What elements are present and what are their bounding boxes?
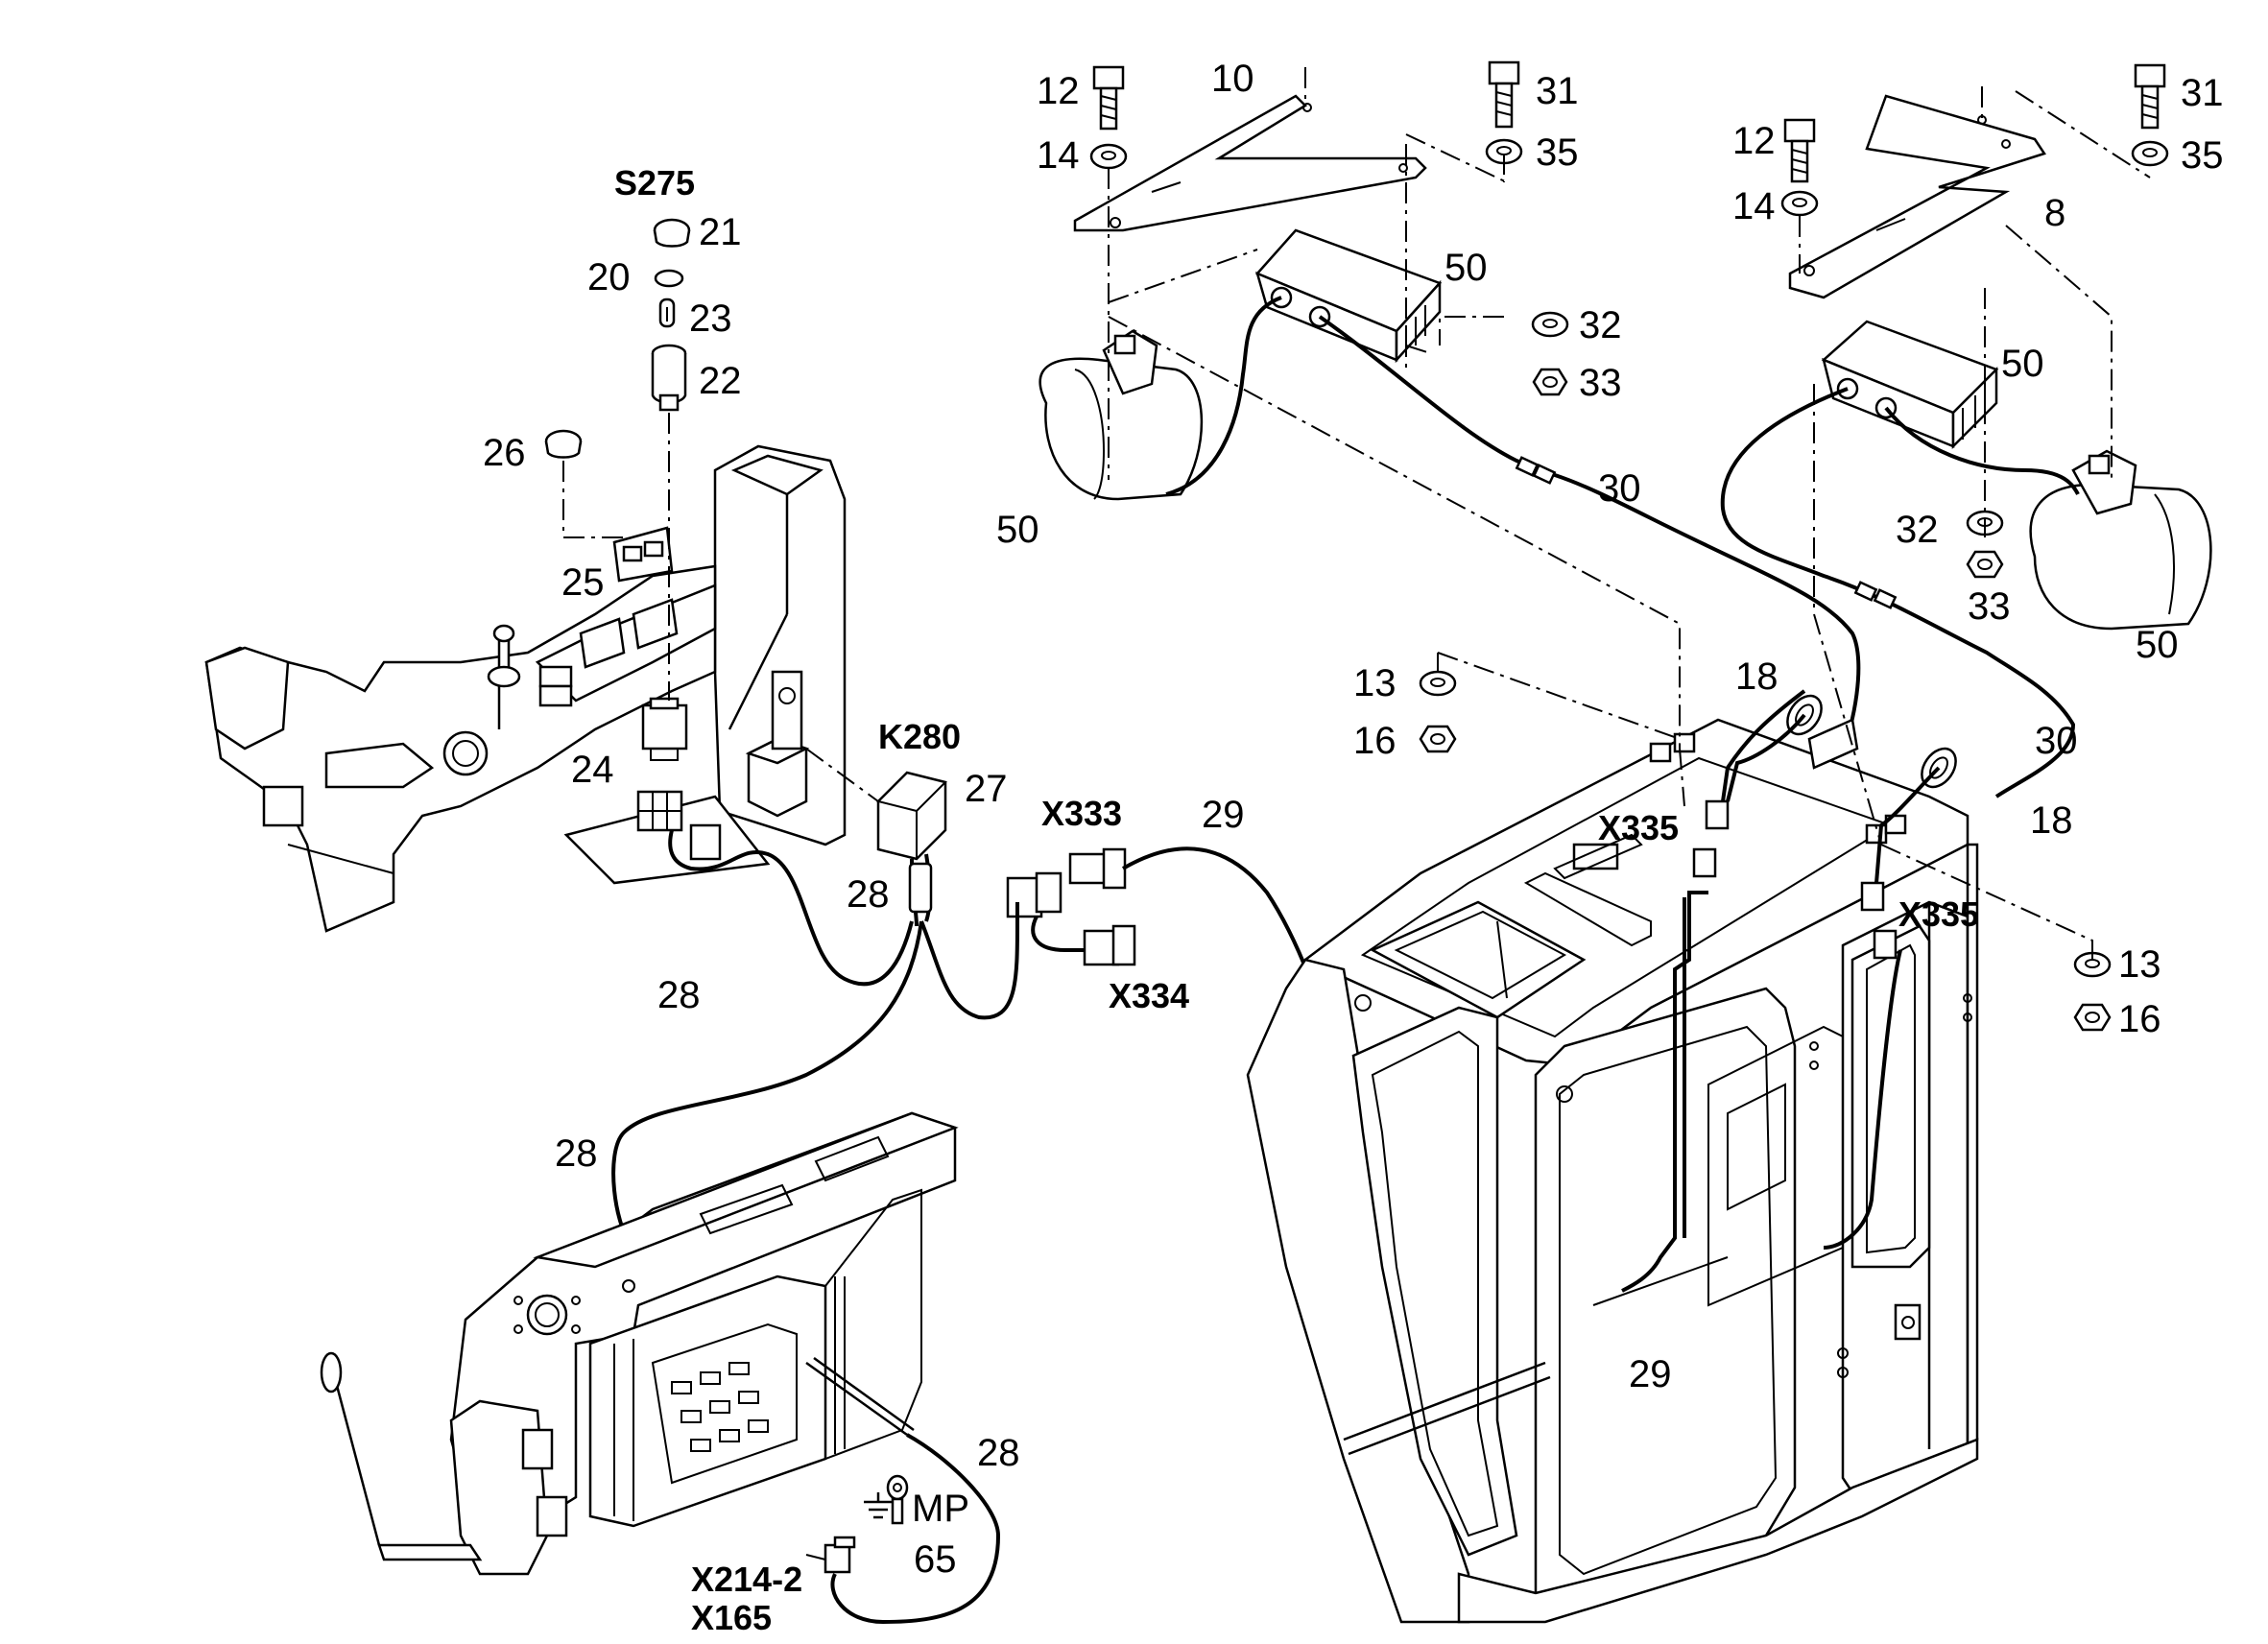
bolt-12-right [1783,118,1816,183]
right-console [320,1111,959,1576]
assembly-lines [562,67,2151,1561]
connector-28 [689,823,722,861]
bolt-12-left [1092,65,1125,131]
callout-24: 24 [571,749,614,791]
callout-12: 12 [1732,120,1776,162]
callout-12: 12 [1037,70,1080,112]
ring-terminal-mp65 [886,1474,909,1525]
left-console [204,444,847,933]
callout-28: 28 [657,974,701,1016]
nut-16-left [1419,725,1457,753]
washer-14-left [1089,143,1128,170]
cap-21 [653,218,691,248]
callout-14: 14 [1732,185,1776,227]
callout-30: 30 [2035,720,2078,762]
ground-symbol [864,1492,893,1519]
callout-29: 29 [1202,794,1245,836]
callout-50: 50 [996,509,1039,551]
washer-32-left [1531,311,1569,338]
callout-labels: 12 14 10 31 35 12 14 31 35 8 50 32 33 50… [483,58,2224,1581]
bolt-31-left [1488,60,1520,129]
cable-30-connector-left [1515,456,1557,485]
designator-s275: S275 [614,163,695,203]
callout-14: 14 [1037,134,1080,177]
callout-26: 26 [483,432,526,474]
mounting-bracket-right [1788,94,2046,299]
callout-16: 16 [2118,998,2161,1040]
callout-16: 16 [1353,720,1397,762]
designator-x214-2: X214-2 [691,1560,802,1599]
washer-13-left [1419,670,1457,697]
designator-labels: S275 K280 X333 X334 X335 X335 MP X214-2 … [614,163,1979,1637]
callout-13: 13 [2118,943,2161,986]
callout-13: 13 [1353,662,1397,704]
work-light-left [1039,329,1204,501]
callout-33: 33 [1579,362,1622,404]
bracket-k280 [745,670,810,818]
cable-30-connector-right [1853,581,1898,609]
relay-27 [876,771,947,861]
designator-x335: X335 [1598,808,1679,847]
connector-x334 [1083,924,1136,966]
callout-30: 30 [1598,467,1641,510]
circuit-board-components [671,1362,769,1452]
cap-26 [544,429,583,459]
nut-33-right [1966,550,2004,579]
connector-x335-right [1860,881,1898,960]
callout-32: 32 [1896,509,1939,551]
designator-x333: X333 [1041,794,1122,833]
callout-22: 22 [699,360,742,402]
callout-50: 50 [2001,343,2044,385]
callout-27: 27 [965,768,1008,810]
designator-mp: MP [912,1488,969,1530]
socket-22 [651,344,687,412]
relay-24 [641,697,688,761]
junction-box-left [1254,228,1443,364]
junction-box-right [1821,320,1999,450]
connector-pair [1006,871,1062,918]
work-light-right [2029,449,2212,631]
callout-21: 21 [699,211,742,253]
callout-50: 50 [2136,624,2179,666]
callout-35: 35 [1536,131,1579,174]
switch-25 [612,526,674,583]
designator-x165: X165 [691,1598,772,1637]
callout-31: 31 [1536,70,1579,112]
connector-x335-left [1692,689,1806,878]
callout-20: 20 [587,256,631,298]
oring-20 [654,269,684,288]
washer-35-right [2131,140,2169,167]
connector-x333 [1068,847,1127,890]
callout-18: 18 [2030,799,2073,842]
designator-x335: X335 [1898,894,1979,934]
cab-frame [1246,718,1979,1624]
relay-base [636,790,683,832]
lamp-23 [658,298,676,328]
callout-29: 29 [1629,1353,1672,1395]
callout-25: 25 [561,561,605,604]
bolt-31-right [2134,63,2166,130]
callout-35: 35 [2181,134,2224,177]
callout-65: 65 [914,1538,957,1581]
callout-18: 18 [1735,655,1779,698]
callout-10: 10 [1211,58,1254,100]
callout-28: 28 [977,1432,1020,1474]
designator-x334: X334 [1109,976,1189,1015]
callout-31: 31 [2181,72,2224,114]
callout-23: 23 [689,298,732,340]
callout-28: 28 [847,873,890,916]
mounting-bracket-left [1073,94,1427,232]
washer-14-right [1780,190,1819,217]
connector-x214 [824,1536,856,1574]
callout-8: 8 [2044,192,2065,234]
nut-33-left [1532,368,1568,396]
callout-33: 33 [1968,585,2011,628]
designator-k280: K280 [878,717,961,756]
callout-50: 50 [1444,247,1488,289]
callout-32: 32 [1579,304,1622,346]
callout-28: 28 [555,1132,598,1175]
nut-16-right [2073,1003,2112,1032]
